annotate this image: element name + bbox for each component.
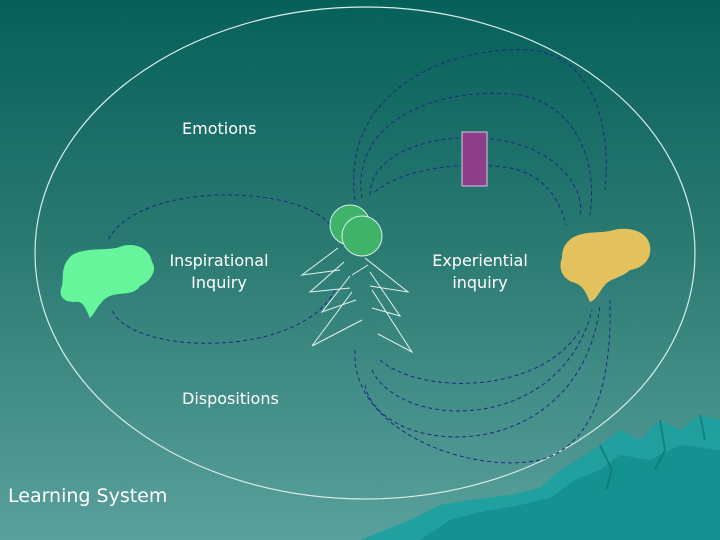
dashed-field-lines — [107, 49, 611, 464]
label-experiential-line1: Experiential — [432, 251, 528, 270]
label-emotions: Emotions — [182, 119, 257, 138]
label-experiential-line2: inquiry — [452, 273, 508, 292]
learning-system-outline — [34, 6, 696, 500]
mountain-range-icon — [360, 414, 720, 540]
label-inspirational-inquiry: Inspirational Inquiry — [150, 250, 288, 294]
label-inspirational-line1: Inspirational — [169, 251, 269, 270]
right-cloud-shape-icon — [560, 228, 651, 302]
label-dispositions: Dispositions — [182, 389, 279, 408]
left-cloud-shape-icon — [60, 244, 155, 318]
label-experiential-inquiry: Experiential inquiry — [418, 250, 542, 294]
line-tree-icon — [300, 247, 414, 354]
green-circles-icon — [329, 204, 383, 257]
label-inspirational-line2: Inquiry — [191, 273, 247, 292]
purple-rectangle-icon — [461, 131, 488, 187]
label-learning-system: Learning System — [8, 485, 168, 507]
